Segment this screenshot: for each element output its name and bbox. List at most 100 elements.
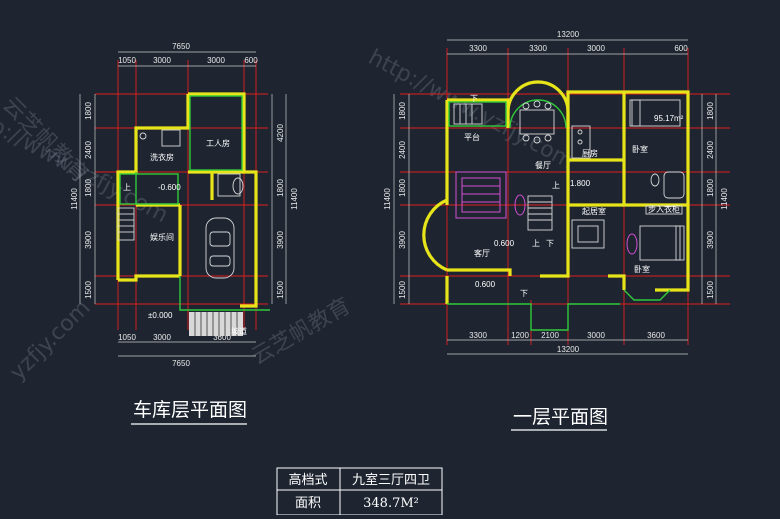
stair-down-label: 下 — [520, 289, 528, 298]
first-right-dim: 1500 — [706, 281, 715, 299]
bed-icon — [629, 99, 681, 127]
garage-bottom-dim: 3600 — [213, 333, 231, 342]
garage-right-dim: 1500 — [276, 281, 285, 299]
garage-top-dim: 3000 — [207, 56, 225, 65]
garage-left-dim: 2400 — [84, 141, 93, 159]
main-stair — [527, 195, 553, 231]
table-label-grade: 高档式 — [288, 472, 327, 488]
stair-down-label: 下 — [470, 94, 478, 103]
first-left-dim: 3900 — [398, 231, 407, 249]
garage-furniture — [117, 129, 244, 336]
first-top-dim: 3000 — [587, 44, 605, 53]
ramp-stripes — [189, 312, 243, 336]
room-label-wardrobe: 步入衣柜 — [648, 204, 680, 214]
garage-left-total: 11400 — [70, 188, 79, 210]
room-label-bedroom: 卧室 — [634, 264, 650, 274]
garage-right-dim: 1800 — [276, 179, 285, 197]
first-right-dim: 3900 — [706, 231, 715, 249]
garage-walls — [116, 92, 270, 311]
first-floor-walls — [422, 80, 690, 331]
stair-up-label: 上 — [532, 239, 540, 248]
first-right-dim: 1800 — [706, 179, 715, 197]
garage-bottom-dim: 3000 — [153, 333, 171, 342]
sofa-set-icon — [455, 171, 507, 219]
first-left-dim: 1500 — [398, 281, 407, 299]
terrace-stair — [453, 103, 483, 125]
table-value-rooms: 九室三厅四卫 — [352, 472, 430, 488]
room-label-entertainment: 娱乐间 — [150, 232, 174, 242]
watermark-domain: yzfjy.com — [5, 295, 95, 385]
room-label-worker-room: 工人房 — [206, 138, 230, 148]
garage-top-dim: 600 — [244, 56, 258, 65]
garage-bottom-total: 7650 — [172, 359, 190, 368]
garage-top-total: 7650 — [172, 42, 190, 51]
watermark-brand: 云芝帆教育 — [247, 294, 355, 371]
first-top-dim: 3300 — [529, 44, 547, 53]
garage-plan-title: 车库层平面图 — [133, 399, 247, 421]
first-left-total: 11400 — [383, 188, 392, 210]
first-left-dim: 1800 — [398, 179, 407, 197]
first-floor-plan: 13200 3300 3300 3000 600 3300 1200 2100 … — [383, 30, 730, 431]
stair-up-label: 上 — [123, 183, 131, 192]
first-floor-plan-title: 一层平面图 — [513, 406, 608, 428]
bed-icon — [639, 225, 685, 261]
first-floor-furniture — [453, 99, 685, 261]
first-right-total: 11400 — [720, 188, 729, 210]
stair-up-label: 上 — [552, 181, 560, 190]
dining-table — [519, 100, 555, 144]
level-mark: 0.600 — [494, 239, 515, 248]
garage-stair — [117, 207, 135, 241]
first-left-dim: 1800 — [398, 102, 407, 120]
ramp-label: 坡道 — [231, 326, 247, 336]
ground-level-mark: ±0.000 — [148, 311, 173, 320]
level-mark: 1.800 — [570, 179, 591, 188]
garage-floor-plan: 7650 1050 3000 3000 600 1050 3000 3600 7… — [70, 42, 299, 425]
garage-right-total: 11400 — [290, 188, 299, 210]
first-right-dim: 1800 — [706, 102, 715, 120]
room-label-starting-room: 起居室 — [582, 206, 606, 216]
garage-top-dim: 1050 — [118, 56, 136, 65]
kitchen-counter — [571, 125, 591, 159]
first-top-dim: 3300 — [469, 44, 487, 53]
watermark-layer: http://www.yzfjy.com 云芝帆教育 yzfjy.com htt… — [0, 45, 578, 385]
room-label-dining: 餐厅 — [535, 161, 551, 170]
level-mark: -0.600 — [158, 183, 181, 192]
garage-right-dim: 4200 — [276, 124, 285, 142]
first-floor-dimensions: 13200 3300 3300 3000 600 3300 1200 2100 … — [383, 30, 729, 355]
first-bottom-dim: 1200 — [511, 331, 529, 340]
room-label-living: 客厅 — [474, 248, 490, 258]
starting-room-table — [571, 219, 605, 249]
garage-left-dim: 1500 — [84, 281, 93, 299]
first-bottom-total: 13200 — [557, 345, 580, 354]
room-label-kitchen: 厨房 — [582, 148, 598, 158]
garage-left-dim: 3900 — [84, 231, 93, 249]
bathroom-fixtures — [650, 171, 685, 199]
garage-dimensions: 7650 1050 3000 3000 600 1050 3000 3600 7… — [70, 42, 299, 368]
first-bottom-dim: 3000 — [587, 331, 605, 340]
room-label-laundry: 洗衣房 — [150, 152, 174, 162]
first-right-dim: 2400 — [706, 141, 715, 159]
room-label-terrace: 平台 — [464, 132, 480, 142]
garage-left-dim: 1800 — [84, 102, 93, 120]
table-value-area: 348.7M² — [363, 496, 419, 511]
room-label-bedroom: 卧室 — [632, 144, 648, 154]
first-bottom-dim: 3300 — [469, 331, 487, 340]
area-note: 95.17m² — [654, 114, 684, 123]
car-icon — [205, 217, 235, 279]
wardrobe-icon — [645, 205, 683, 215]
first-bottom-dim: 2100 — [541, 331, 559, 340]
garage-top-dim: 3000 — [153, 56, 171, 65]
stair-down-label: 下 — [546, 239, 554, 248]
garage-bottom-dim: 1050 — [118, 333, 136, 342]
table-label-area: 面积 — [295, 496, 321, 511]
plant-icon — [626, 233, 638, 255]
garage-left-dim: 1800 — [84, 179, 93, 197]
first-top-total: 13200 — [557, 30, 580, 39]
first-bottom-dim: 3600 — [647, 331, 665, 340]
plant-icon — [514, 194, 526, 216]
info-table: 高档式 九室三厅四卫 面积 348.7M² — [276, 467, 443, 516]
level-mark: 0.600 — [475, 280, 496, 289]
garage-right-dim: 3900 — [276, 231, 285, 249]
